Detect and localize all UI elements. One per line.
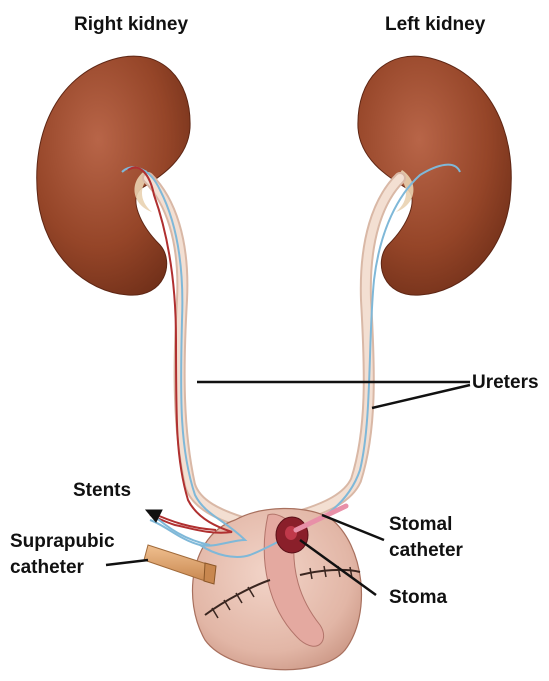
left-kidney [358, 56, 511, 295]
label-right-kidney: Right kidney [74, 13, 188, 36]
ureter-leader-left [372, 385, 470, 408]
label-stents: Stents [73, 479, 131, 502]
label-stoma: Stoma [389, 586, 447, 609]
label-left-kidney: Left kidney [385, 13, 485, 36]
right-ureter [148, 178, 242, 522]
label-stomal-line1: Stomal [389, 513, 452, 536]
stent-arrow [146, 510, 216, 545]
suprapubic-leader [106, 560, 148, 565]
label-suprapubic-line1: Suprapubic [10, 530, 115, 553]
right-kidney [37, 56, 190, 295]
stoma [276, 517, 308, 553]
label-ureters: Ureters [472, 371, 539, 394]
label-suprapubic-line2: catheter [10, 556, 84, 579]
label-stomal-line2: catheter [389, 539, 463, 562]
